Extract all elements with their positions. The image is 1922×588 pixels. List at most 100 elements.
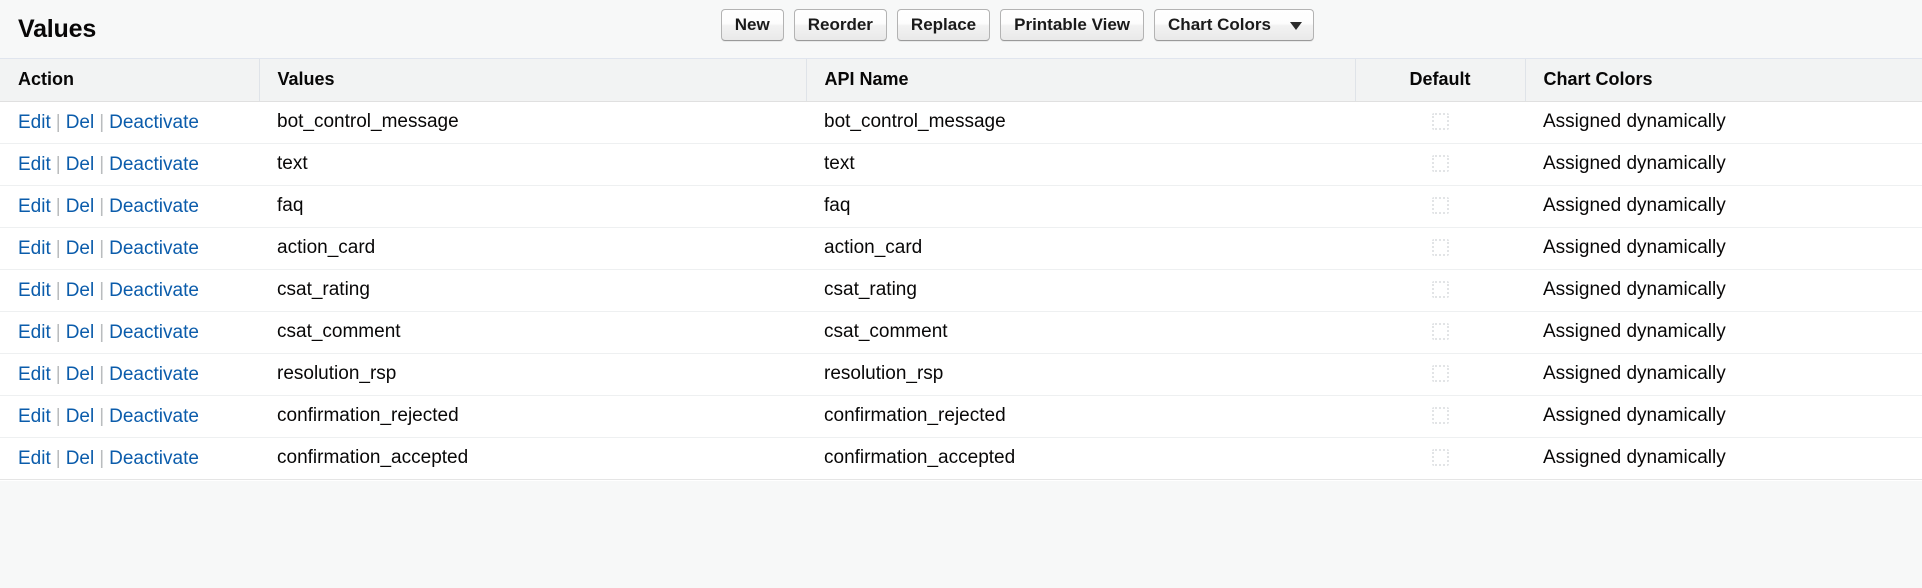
api-name-cell: faq (806, 185, 1355, 228)
edit-link-1[interactable]: Edit (18, 153, 51, 175)
column-header-api-name: API Name (806, 59, 1356, 102)
delete-link-0[interactable]: Del (65, 111, 95, 133)
chart-colors-dropdown-label: Chart Colors (1168, 15, 1271, 34)
action-separator: | (55, 153, 61, 175)
delete-link-6[interactable]: Del (65, 363, 95, 385)
value-cell: faq (259, 185, 806, 228)
printable-view-button[interactable]: Printable View (1000, 9, 1145, 41)
default-cell (1355, 227, 1525, 270)
chart-colors-cell: Assigned dynamically (1525, 395, 1922, 438)
api-name-cell: confirmation_accepted (806, 437, 1355, 480)
action-cell: Edit|Del|Deactivate (0, 269, 259, 312)
default-cell (1355, 143, 1525, 186)
table-header: Action Values API Name Default Chart Col… (0, 59, 1922, 102)
values-table-container: Action Values API Name Default Chart Col… (0, 58, 1922, 506)
chart-colors-cell: Assigned dynamically (1525, 353, 1922, 396)
action-separator: | (55, 279, 61, 301)
value-cell: action_card (259, 227, 806, 270)
edit-link-8[interactable]: Edit (18, 447, 51, 469)
edit-link-6[interactable]: Edit (18, 363, 51, 385)
delete-link-8[interactable]: Del (65, 447, 95, 469)
api-name-cell: csat_rating (806, 269, 1355, 312)
chart-colors-dropdown-button[interactable]: Chart Colors (1154, 9, 1314, 41)
deactivate-link-0[interactable]: Deactivate (109, 111, 199, 133)
action-separator: | (99, 195, 105, 217)
default-checkbox-8 (1431, 449, 1449, 467)
deactivate-link-5[interactable]: Deactivate (109, 321, 199, 343)
action-cell: Edit|Del|Deactivate (0, 395, 259, 438)
table-header-row: Action Values API Name Default Chart Col… (0, 59, 1922, 102)
action-separator: | (99, 153, 105, 175)
delete-link-7[interactable]: Del (65, 405, 95, 427)
action-separator: | (99, 237, 105, 259)
deactivate-link-1[interactable]: Deactivate (109, 153, 199, 175)
action-cell: Edit|Del|Deactivate (0, 185, 259, 228)
action-separator: | (55, 111, 61, 133)
reorder-button[interactable]: Reorder (793, 9, 887, 41)
action-separator: | (99, 363, 105, 385)
replace-button[interactable]: Replace (896, 9, 991, 41)
edit-link-2[interactable]: Edit (18, 195, 51, 217)
action-cell: Edit|Del|Deactivate (0, 143, 259, 186)
default-checkbox-6 (1431, 365, 1449, 383)
edit-link-3[interactable]: Edit (18, 237, 51, 259)
chart-colors-cell: Assigned dynamically (1525, 269, 1922, 312)
edit-link-5[interactable]: Edit (18, 321, 51, 343)
delete-link-4[interactable]: Del (65, 279, 95, 301)
default-cell (1355, 101, 1525, 144)
edit-link-4[interactable]: Edit (18, 279, 51, 301)
deactivate-link-7[interactable]: Deactivate (109, 405, 199, 427)
deactivate-link-6[interactable]: Deactivate (109, 363, 199, 385)
deactivate-link-8[interactable]: Deactivate (109, 447, 199, 469)
default-cell (1355, 269, 1525, 312)
delete-link-2[interactable]: Del (65, 195, 95, 217)
delete-link-3[interactable]: Del (65, 237, 95, 259)
default-checkbox-3 (1431, 239, 1449, 257)
default-checkbox-4 (1431, 281, 1449, 299)
new-button[interactable]: New (720, 9, 784, 41)
action-separator: | (55, 321, 61, 343)
action-separator: | (99, 405, 105, 427)
value-cell: bot_control_message (259, 101, 806, 144)
edit-link-7[interactable]: Edit (18, 405, 51, 427)
default-checkbox-0 (1431, 113, 1449, 131)
values-table: Action Values API Name Default Chart Col… (0, 59, 1922, 480)
value-cell: resolution_rsp (259, 353, 806, 396)
deactivate-link-4[interactable]: Deactivate (109, 279, 199, 301)
default-checkbox-1 (1431, 155, 1449, 173)
action-separator: | (55, 447, 61, 469)
chart-colors-cell: Assigned dynamically (1525, 101, 1922, 144)
action-separator: | (99, 279, 105, 301)
default-cell (1355, 353, 1525, 396)
action-separator: | (55, 405, 61, 427)
api-name-cell: bot_control_message (806, 101, 1355, 144)
toolbar: New Reorder Replace Printable View Chart… (720, 9, 1314, 41)
edit-link-0[interactable]: Edit (18, 111, 51, 133)
column-header-action: Action (0, 59, 260, 102)
action-separator: | (55, 363, 61, 385)
default-checkbox-5 (1431, 323, 1449, 341)
chevron-down-icon (1290, 21, 1302, 30)
value-cell: confirmation_accepted (259, 437, 806, 480)
chart-colors-cell: Assigned dynamically (1525, 437, 1922, 480)
delete-link-5[interactable]: Del (65, 321, 95, 343)
delete-link-1[interactable]: Del (65, 153, 95, 175)
deactivate-link-2[interactable]: Deactivate (109, 195, 199, 217)
chart-colors-cell: Assigned dynamically (1525, 143, 1922, 186)
value-cell: csat_rating (259, 269, 806, 312)
value-cell: confirmation_rejected (259, 395, 806, 438)
deactivate-link-3[interactable]: Deactivate (109, 237, 199, 259)
action-cell: Edit|Del|Deactivate (0, 353, 259, 396)
action-cell: Edit|Del|Deactivate (0, 227, 259, 270)
api-name-cell: csat_comment (806, 311, 1355, 354)
default-cell (1355, 395, 1525, 438)
api-name-cell: resolution_rsp (806, 353, 1355, 396)
